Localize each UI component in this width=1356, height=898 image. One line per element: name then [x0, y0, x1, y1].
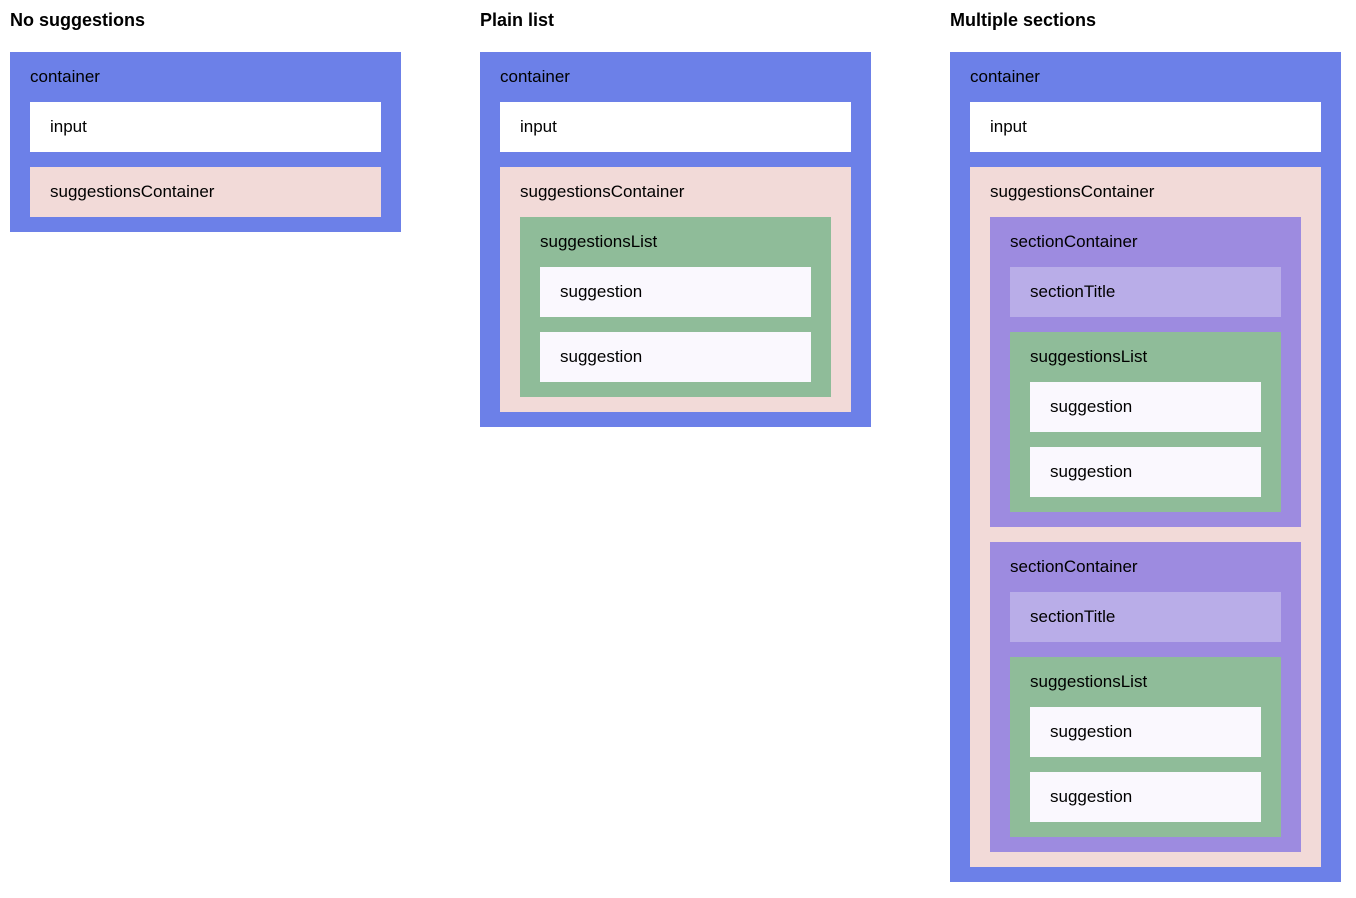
example-heading: No suggestions — [10, 10, 146, 30]
input-box: input — [30, 102, 381, 152]
suggestion-label: suggestion — [1050, 787, 1133, 806]
theme-examples: No suggestions container input suggestio… — [10, 10, 1346, 882]
suggestions-container-box: suggestionsContainer — [30, 167, 381, 217]
section-title-label: sectionTitle — [1030, 282, 1116, 301]
example-multiple-sections: Multiple sections container input sugges… — [950, 10, 1341, 882]
suggestions-list-box: suggestionsList suggestion suggestion — [520, 217, 831, 397]
suggestions-list-label: suggestionsList — [540, 232, 658, 251]
container-label: container — [30, 67, 100, 86]
suggestion-box: suggestion — [1030, 447, 1261, 497]
suggestions-container-label: suggestionsContainer — [520, 182, 685, 201]
section-title-label: sectionTitle — [1030, 607, 1116, 626]
suggestion-label: suggestion — [560, 282, 643, 301]
suggestion-box: suggestion — [1030, 707, 1261, 757]
example-heading: Multiple sections — [950, 10, 1097, 30]
suggestion-box: suggestion — [1030, 382, 1261, 432]
container-box: container input suggestionsContainer — [10, 52, 401, 232]
suggestions-list-label: suggestionsList — [1030, 347, 1148, 366]
section-container-box: sectionContainer sectionTitle suggestion… — [990, 542, 1301, 852]
suggestions-list-box: suggestionsList suggestion suggestion — [1010, 657, 1281, 837]
section-title-box: sectionTitle — [1010, 267, 1281, 317]
suggestions-container-label: suggestionsContainer — [990, 182, 1155, 201]
input-label: input — [50, 117, 87, 136]
example-plain-list: Plain list container input suggestionsCo… — [480, 10, 871, 427]
suggestions-list-label: suggestionsList — [1030, 672, 1148, 691]
suggestion-box: suggestion — [540, 332, 811, 382]
input-box: input — [500, 102, 851, 152]
suggestions-container-box: suggestionsContainer sectionContainer se… — [970, 167, 1321, 867]
suggestion-label: suggestion — [1050, 722, 1133, 741]
suggestions-container-label: suggestionsContainer — [50, 182, 215, 201]
container-label: container — [500, 67, 570, 86]
example-heading: Plain list — [480, 10, 555, 30]
suggestion-label: suggestion — [560, 347, 643, 366]
section-container-label: sectionContainer — [1010, 557, 1138, 576]
input-label: input — [520, 117, 557, 136]
input-label: input — [990, 117, 1027, 136]
example-no-suggestions: No suggestions container input suggestio… — [10, 10, 401, 232]
container-box: container input suggestionsContainer sug… — [480, 52, 871, 427]
input-box: input — [970, 102, 1321, 152]
suggestions-list-box: suggestionsList suggestion suggestion — [1010, 332, 1281, 512]
section-container-label: sectionContainer — [1010, 232, 1138, 251]
suggestion-label: suggestion — [1050, 462, 1133, 481]
suggestions-container-box: suggestionsContainer suggestionsList sug… — [500, 167, 851, 412]
suggestion-box: suggestion — [540, 267, 811, 317]
container-box: container input suggestionsContainer sec… — [950, 52, 1341, 882]
suggestion-box: suggestion — [1030, 772, 1261, 822]
suggestion-label: suggestion — [1050, 397, 1133, 416]
section-container-box: sectionContainer sectionTitle suggestion… — [990, 217, 1301, 527]
container-label: container — [970, 67, 1040, 86]
section-title-box: sectionTitle — [1010, 592, 1281, 642]
